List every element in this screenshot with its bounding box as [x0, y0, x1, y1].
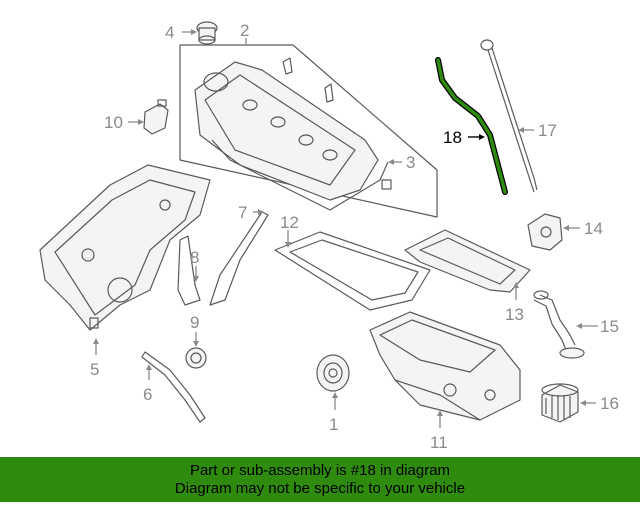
valve-cover-group: [179, 44, 438, 218]
callout-9: 9: [190, 313, 199, 332]
part-highlight-banner: Part or sub-assembly is #18 in diagram D…: [0, 457, 640, 502]
callout-3: 3: [406, 153, 415, 172]
arrowhead-18: [479, 134, 485, 140]
callout-13: 13: [505, 305, 524, 324]
callout-4: 4: [165, 23, 174, 42]
arrowhead-1: [332, 392, 338, 398]
valve-cover-bolt: [298, 134, 314, 146]
assembly-frame: [179, 44, 438, 218]
oil-pan[interactable]: [369, 311, 521, 421]
oil-pickup-tube[interactable]: [533, 290, 585, 359]
callout-15: 15: [600, 317, 619, 336]
front-cover-gasket[interactable]: [177, 235, 201, 306]
valve-cover-bolt: [270, 116, 286, 128]
stud: [324, 83, 334, 103]
parts-diagram: 4 2 10 3 18 17 7 12 14 8 13 9 15 5 6 1 1…: [39, 21, 619, 452]
sensor-part[interactable]: [143, 99, 169, 135]
oil-fill-opening: [203, 72, 229, 92]
arrowhead-4: [191, 29, 197, 35]
callout-16: 16: [600, 394, 619, 413]
arrowhead-6: [146, 364, 152, 370]
callout-8: 8: [190, 248, 199, 267]
filter-adapter[interactable]: [527, 213, 563, 251]
gasket-seal: [381, 179, 392, 190]
lower-gasket[interactable]: [141, 351, 206, 423]
valve-cover-gasket: [211, 139, 389, 211]
dipstick-tube-highlighted[interactable]: [435, 57, 508, 195]
arrowhead-3: [388, 159, 394, 165]
banner-line-2: Diagram may not be specific to your vehi…: [174, 480, 466, 497]
arrowhead-16: [580, 400, 586, 406]
callout-11: 11: [430, 433, 448, 452]
oil-pan-gasket[interactable]: [274, 231, 431, 311]
arrowhead-17: [518, 127, 524, 133]
banner-line-1: Part or sub-assembly is #18 in diagram: [189, 462, 451, 479]
arrowhead-13: [513, 282, 519, 288]
oil-filler-cap[interactable]: [196, 21, 218, 45]
oil-baffle[interactable]: [404, 229, 531, 293]
callout-6: 6: [143, 385, 152, 404]
valve-cover[interactable]: [194, 61, 379, 201]
callout-12: 12: [280, 213, 299, 232]
valve-cover-bolt: [322, 149, 338, 161]
arrowhead-12: [285, 242, 291, 248]
arrowhead-7: [258, 209, 264, 215]
valve-cover-bolt: [242, 99, 258, 111]
callout-1: 1: [329, 415, 338, 434]
gasket-strip[interactable]: [209, 211, 269, 306]
callout-17: 17: [538, 121, 557, 140]
crank-seal[interactable]: [185, 347, 207, 369]
arrowhead-5: [93, 338, 99, 344]
callout-14: 14: [584, 219, 603, 238]
callout-18: 18: [443, 128, 462, 147]
callout-5: 5: [90, 360, 99, 379]
arrowhead-9: [193, 341, 199, 347]
valve-cover-ridge: [204, 74, 356, 186]
crank-pulley[interactable]: [316, 354, 350, 392]
dipstick[interactable]: [480, 39, 538, 193]
arrowhead-10: [138, 119, 144, 125]
callout-10: 10: [104, 113, 123, 132]
arrowhead-8: [193, 276, 199, 282]
front-cover[interactable]: [39, 164, 211, 331]
arrowhead-14: [563, 225, 569, 231]
stud: [282, 57, 293, 75]
oil-filter[interactable]: [541, 383, 579, 423]
arrowhead-11: [437, 410, 443, 416]
callout-2: 2: [240, 21, 249, 40]
callout-7: 7: [238, 203, 247, 222]
arrowhead-15: [576, 323, 582, 329]
